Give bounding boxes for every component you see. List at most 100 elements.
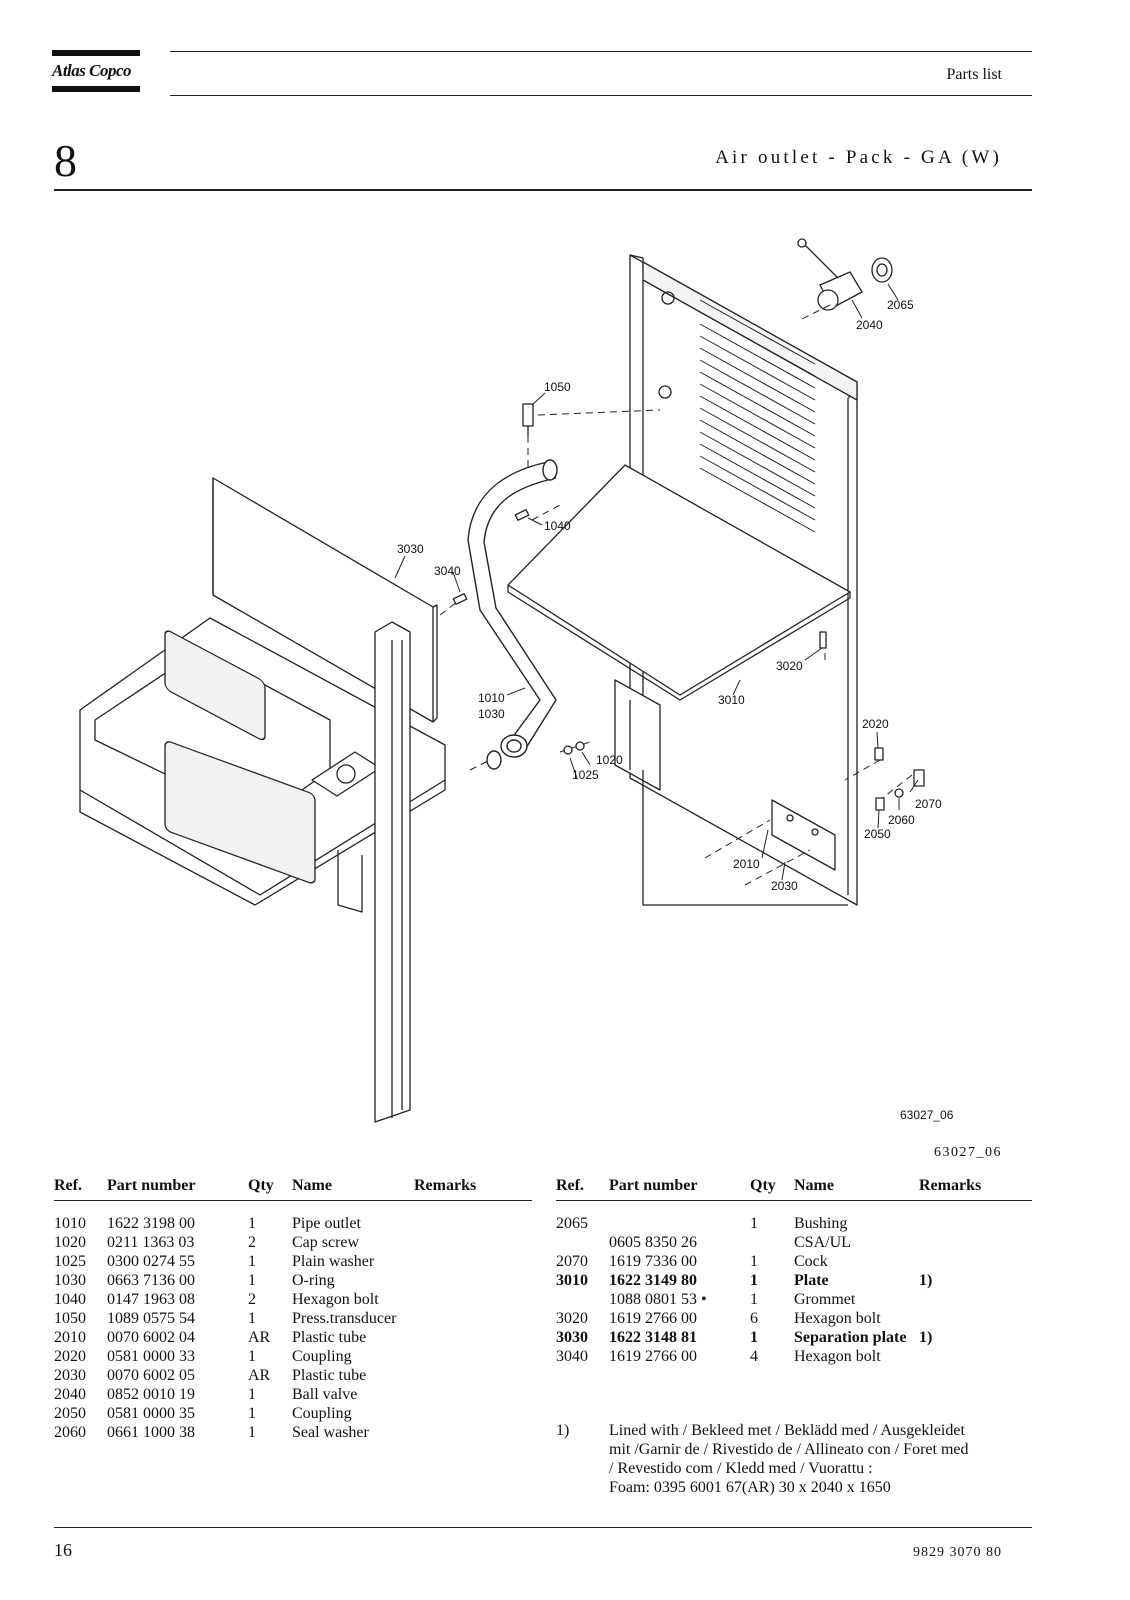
cell-part-number: 0605 8350 26: [609, 1234, 697, 1251]
cell-part-number: 0147 1963 08: [107, 1291, 195, 1308]
cell-qty: 1: [248, 1348, 256, 1365]
callout-3030: 3030: [397, 542, 424, 556]
cell-name: Plate: [794, 1272, 829, 1289]
cell-remarks: [919, 1309, 1032, 1328]
logo-bar-top: [52, 50, 140, 56]
parts-table-left-header: Ref. Part number Qty Name Remarks: [54, 1176, 532, 1201]
table-row: 2020 0581 0000 33 1 Coupling: [54, 1347, 532, 1366]
callout-1050: 1050: [544, 380, 571, 394]
cell-ref: [556, 1290, 609, 1309]
cell-remarks: 1): [919, 1272, 933, 1289]
callout-1040: 1040: [544, 519, 571, 533]
cell-qty: AR: [248, 1329, 271, 1346]
cell-remarks: [414, 1290, 532, 1309]
figure-code-in-image: 63027_06: [900, 1108, 954, 1122]
cell-qty: AR: [248, 1367, 271, 1384]
cell-remarks: [414, 1271, 532, 1290]
cell-ref: 1010: [54, 1215, 86, 1232]
cell-qty: 1: [248, 1424, 256, 1441]
col-ref: Ref.: [54, 1176, 107, 1201]
cell-part-number: 1619 7336 00: [609, 1253, 697, 1270]
cell-qty: 1: [248, 1253, 256, 1270]
cell-name: Plastic tube: [292, 1367, 367, 1384]
upright-post: [374, 621, 411, 1123]
cell-part-number: 0211 1363 03: [107, 1234, 195, 1251]
cell-name: Grommet: [794, 1291, 856, 1308]
cell-remarks: 1): [919, 1329, 933, 1346]
cell-ref: 2060: [54, 1424, 86, 1441]
cell-part-number: 0070 6002 04: [107, 1329, 195, 1346]
press-transducer-1050: [522, 403, 534, 436]
cell-part-number: 1619 2766 00: [609, 1310, 697, 1327]
parts-table-right-header: Ref. Part number Qty Name Remarks: [556, 1176, 1032, 1201]
table-row: 2050 0581 0000 35 1 Coupling: [54, 1404, 532, 1423]
cell-qty: 2: [248, 1291, 256, 1308]
cell-part-number: 0581 0000 35: [107, 1405, 195, 1422]
cell-remarks: [919, 1347, 1032, 1366]
cell-remarks: [919, 1252, 1032, 1271]
atlas-copco-logo: Atlas Copco: [52, 50, 142, 94]
cell-name: Cock: [794, 1253, 828, 1270]
cell-name: Separation plate: [794, 1329, 907, 1346]
logo-bar-bottom: [52, 86, 140, 92]
cell-ref: 2050: [54, 1405, 86, 1422]
cell-remarks: [414, 1385, 532, 1404]
table-row: 3040 1619 2766 00 4 Hexagon bolt: [556, 1347, 1032, 1366]
header-title: Parts list: [946, 66, 1002, 83]
cell-name: Hexagon bolt: [794, 1310, 881, 1327]
callout-2030: 2030: [771, 879, 798, 893]
cell-qty: 1: [248, 1405, 256, 1422]
callout-2065: 2065: [887, 298, 914, 312]
cell-part-number: 0070 6002 05: [107, 1367, 195, 1384]
cell-name: Coupling: [292, 1348, 352, 1365]
cell-name: Plastic tube: [292, 1329, 367, 1346]
cell-ref: 2065: [556, 1215, 588, 1232]
cell-qty: 6: [750, 1310, 758, 1327]
callout-3010: 3010: [718, 693, 745, 707]
cell-part-number: 1088 0801 53 •: [609, 1291, 707, 1308]
cell-name: Hexagon bolt: [292, 1291, 379, 1308]
cell-part-number: 1622 3149 80: [609, 1272, 697, 1289]
callout-leaders: [394, 283, 919, 881]
cell-name: Hexagon bolt: [794, 1348, 881, 1365]
section-title: Air outlet - Pack - GA (W): [715, 147, 1002, 168]
cell-name: Coupling: [292, 1405, 352, 1422]
col-qty: Qty: [750, 1176, 794, 1201]
cell-remarks: [414, 1423, 532, 1442]
callout-1030: 1030: [478, 707, 505, 721]
callout-1010: 1010: [478, 691, 505, 705]
col-name: Name: [292, 1176, 414, 1201]
cell-remarks: [919, 1290, 1032, 1309]
cell-part-number: 1619 2766 00: [609, 1348, 697, 1365]
ball-valve-2040: [797, 238, 863, 311]
cell-part-number: 0581 0000 33: [107, 1348, 195, 1365]
figure-code: 63027_06: [934, 1145, 1002, 1160]
cell-remarks: [414, 1252, 532, 1271]
cell-qty: 4: [750, 1348, 758, 1365]
cell-ref: 2020: [54, 1348, 86, 1365]
col-part-number: Part number: [107, 1176, 248, 1201]
base-frame: [79, 617, 446, 913]
col-part-number: Part number: [609, 1176, 750, 1201]
cell-name: Bushing: [794, 1215, 848, 1232]
cell-qty: 1: [248, 1386, 256, 1403]
cell-qty: 1: [248, 1310, 256, 1327]
table-row: 0605 8350 26 CSA/UL: [556, 1233, 1032, 1252]
cell-remarks: [919, 1214, 1032, 1233]
cell-name: Pipe outlet: [292, 1215, 361, 1232]
cell-ref: 3040: [556, 1348, 588, 1365]
cell-qty: 1: [248, 1215, 256, 1232]
col-remarks: Remarks: [919, 1176, 1032, 1201]
cell-name: CSA/UL: [794, 1234, 851, 1251]
callout-1020: 1020: [596, 753, 623, 767]
cell-part-number: 1089 0575 54: [107, 1310, 195, 1327]
cell-qty: 1: [248, 1272, 256, 1289]
